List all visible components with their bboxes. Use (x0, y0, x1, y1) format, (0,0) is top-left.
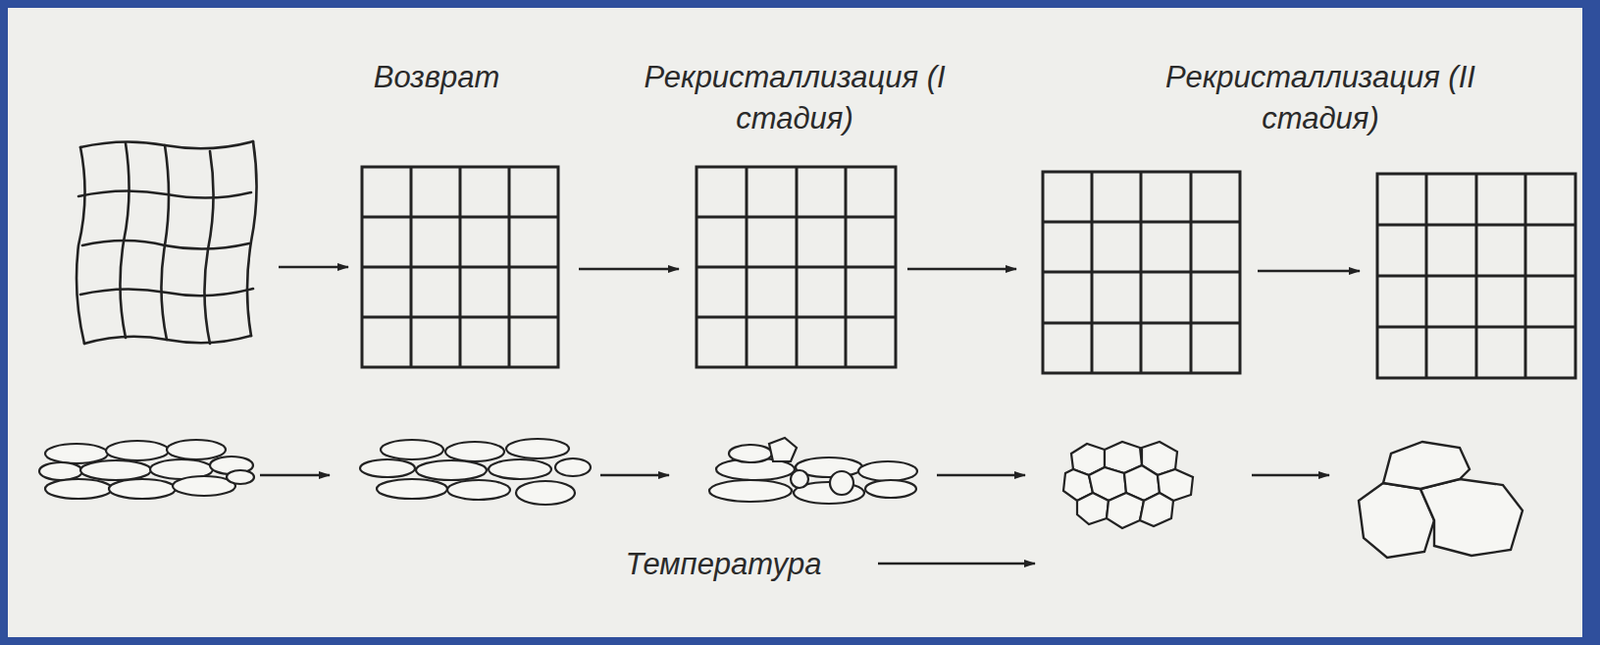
grown-grains (1358, 441, 1523, 558)
process-arrows (259, 266, 1360, 564)
recovered-grains (360, 438, 591, 505)
nucleating-grains (709, 437, 918, 504)
stage-label: Возврат (338, 56, 535, 99)
stage-label: Рекристаллизация (II стадия) (1153, 56, 1488, 140)
axis-label: Температура (588, 543, 859, 585)
crystal-lattices (361, 166, 1576, 378)
equiaxed-grains (1063, 441, 1193, 528)
stage-label: Рекристаллизация (I стадия) (627, 56, 962, 140)
deformed-lattice (76, 141, 258, 344)
elongated-grains (39, 439, 255, 499)
